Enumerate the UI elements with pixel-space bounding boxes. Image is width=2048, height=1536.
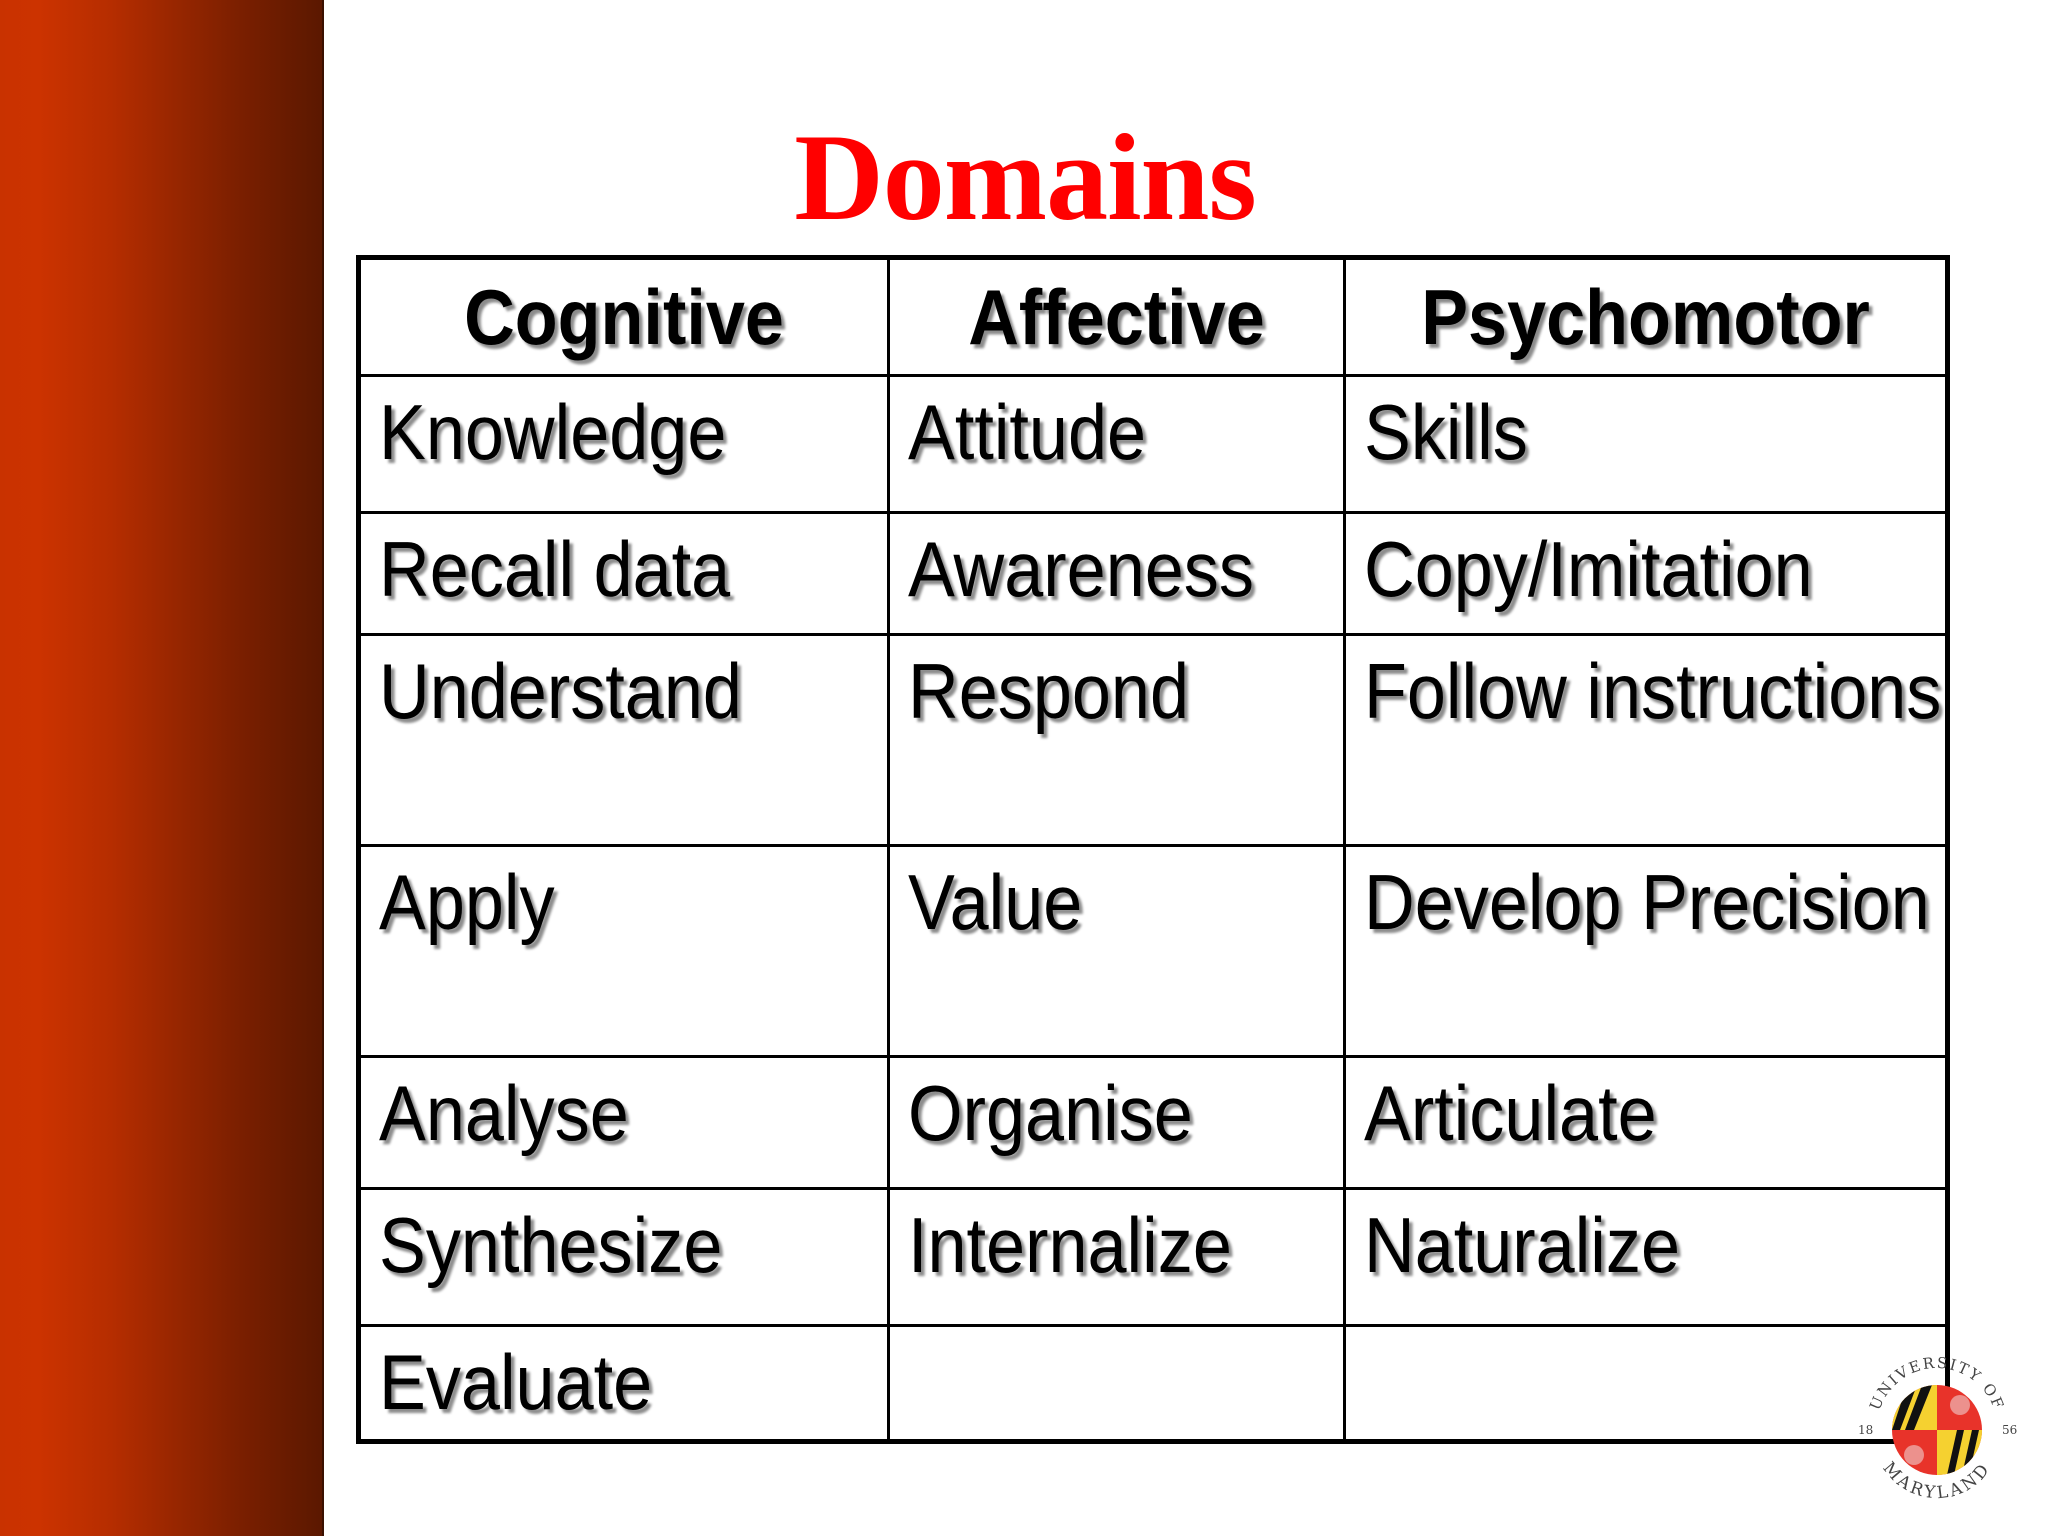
table-cell: Copy/Imitation: [1343, 511, 1949, 636]
table-row: Recall data Awareness Copy/Imitation: [357, 511, 1949, 636]
cell-text: Copy/Imitation: [1364, 525, 1813, 613]
table-cell: Skills: [1343, 374, 1949, 514]
cell-text: Awareness: [908, 525, 1255, 613]
table-cell: Evaluate: [357, 1324, 890, 1443]
cell-text: Naturalize: [1364, 1201, 1681, 1289]
header-label: Affective: [968, 273, 1265, 361]
cell-text: Apply: [379, 858, 555, 946]
table-cell: Apply: [357, 844, 890, 1058]
maryland-flag-globe-icon: [1892, 1385, 1982, 1475]
table-row: Apply Value Develop Precision: [357, 844, 1949, 1058]
table-cell: Respond: [887, 633, 1346, 847]
svg-text:56: 56: [2002, 1423, 2017, 1437]
cell-text: Attitude: [908, 388, 1147, 476]
cell-text: Skills: [1364, 388, 1528, 476]
table-cell: Analyse: [357, 1055, 890, 1190]
table-cell-empty: [887, 1324, 1346, 1443]
university-seal-logo: UNIVERSITY OF MARYLAND 18 56: [1858, 1354, 2017, 1504]
cell-text: Synthesize: [379, 1201, 723, 1289]
cell-text: Articulate: [1364, 1069, 1657, 1157]
sidebar-gradient-bar: [0, 0, 324, 1536]
cell-text: Respond: [908, 647, 1190, 735]
table-row: Knowledge Attitude Skills: [357, 374, 1949, 514]
table-cell: Organise: [887, 1055, 1346, 1190]
table-cell: Naturalize: [1343, 1187, 1949, 1327]
table-cell: Value: [887, 844, 1346, 1058]
cell-text: [890, 1327, 1356, 1335]
table-header-row: Cognitive Affective Psychomotor: [357, 256, 1949, 377]
cell-text: Understand: [379, 647, 742, 735]
table-row: Evaluate: [357, 1324, 1949, 1443]
cell-text: Internalize: [908, 1201, 1232, 1289]
cell-text: Evaluate: [379, 1338, 653, 1426]
table-cell: Develop Precision: [1343, 844, 1949, 1058]
table-cell: Recall data: [357, 511, 890, 636]
table-cell: Follow instructions: [1343, 633, 1949, 847]
svg-text:18: 18: [1858, 1423, 1873, 1437]
table-cell: Synthesize: [357, 1187, 890, 1327]
cell-text: Analyse: [379, 1069, 629, 1157]
cell-text: Recall data: [379, 525, 731, 613]
table-row: Analyse Organise Articulate: [357, 1055, 1949, 1190]
header-label: Cognitive: [464, 273, 784, 361]
table-cell: Understand: [357, 633, 890, 847]
slide-title: Domains: [794, 109, 1257, 246]
cell-text: Organise: [908, 1069, 1193, 1157]
domains-table: Cognitive Affective Psychomotor Knowledg…: [356, 255, 1950, 1444]
cell-text: Follow instructions: [1364, 647, 1942, 735]
cell-text: Develop Precision: [1364, 858, 1930, 946]
header-label: Psychomotor: [1421, 273, 1870, 361]
table-row: Synthesize Internalize Naturalize: [357, 1187, 1949, 1327]
table-cell: Internalize: [887, 1187, 1346, 1327]
table-cell: Articulate: [1343, 1055, 1949, 1190]
header-psychomotor: Psychomotor: [1343, 256, 1949, 377]
cell-text: [1346, 1327, 1957, 1335]
table-cell: Knowledge: [357, 374, 890, 514]
domains-table-container: Cognitive Affective Psychomotor Knowledg…: [356, 255, 1950, 1444]
header-affective: Affective: [887, 256, 1346, 377]
table-cell: Awareness: [887, 511, 1346, 636]
cell-text: Knowledge: [379, 388, 727, 476]
table-cell-empty: [1343, 1324, 1949, 1443]
cell-text: Value: [908, 858, 1083, 946]
table-row: Understand Respond Follow instructions: [357, 633, 1949, 847]
table-cell: Attitude: [887, 374, 1346, 514]
header-cognitive: Cognitive: [357, 256, 890, 377]
